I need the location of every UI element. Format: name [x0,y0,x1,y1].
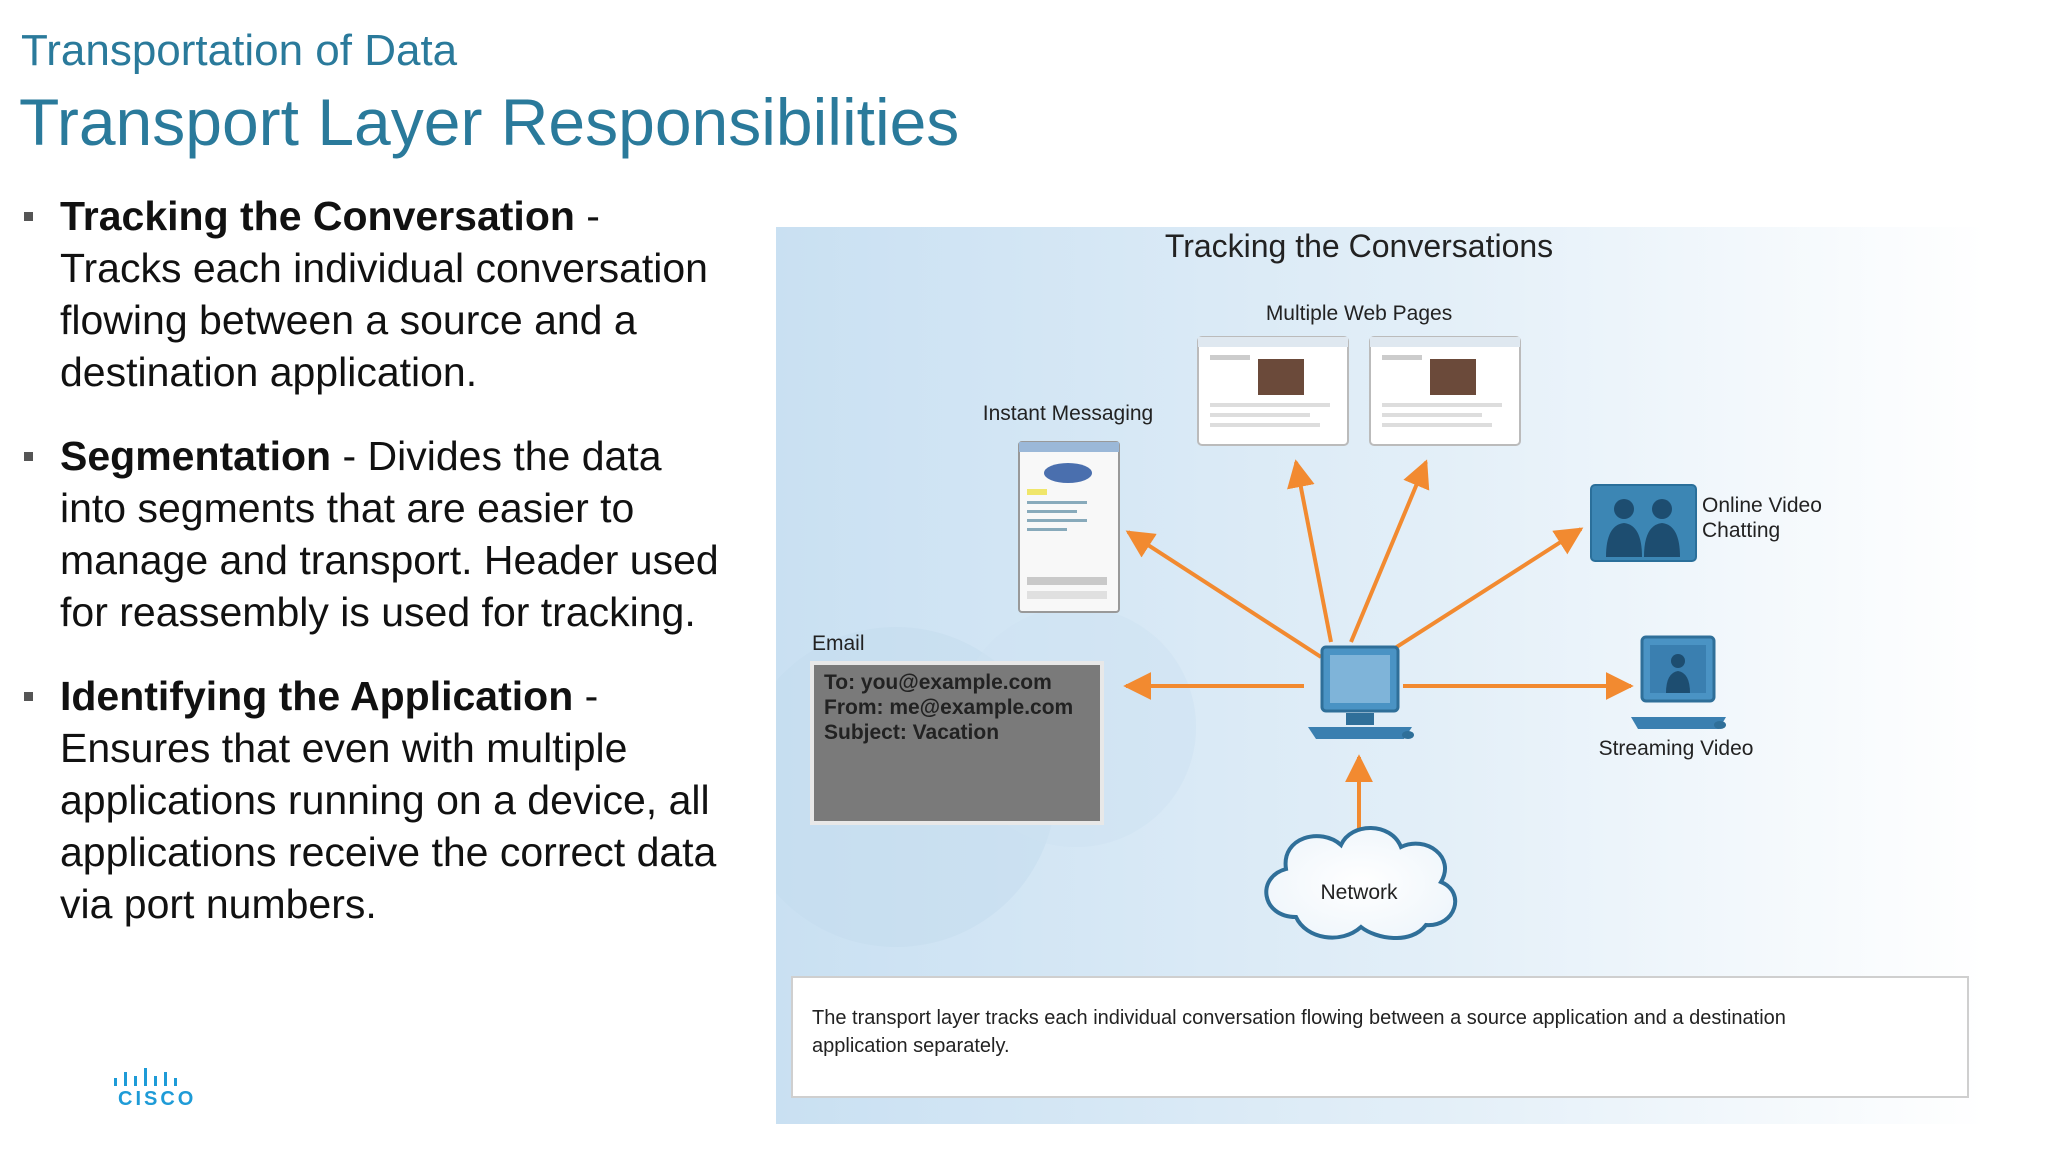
bullet-identifying: Identifying the Application - Ensures th… [22,670,722,930]
diagram-svg: Tracking the Conversations Multiple Web … [736,227,1986,1124]
online-video-label: Online Video [1702,494,1822,517]
instant-messaging-window-icon [1018,441,1120,613]
computer-icon [1308,645,1414,739]
slide-subtitle: Transportation of Data [21,26,458,75]
caption-line-2: application separately. [812,1035,1010,1057]
cisco-bars-icon [114,1068,177,1086]
cisco-logo-text: CISCO [118,1088,197,1110]
arrow-to-web-page-2 [1349,459,1430,643]
email-label: Email [812,632,865,655]
bullet-separator: - [574,193,600,239]
bullet-square-icon [24,452,33,461]
arrow-to-online-video [1379,527,1584,659]
arrow-to-instant-messaging [1125,530,1323,659]
bullet-separator: - [331,433,368,479]
bullet-term: Segmentation [60,433,332,479]
bullet-segmentation: Segmentation - Divides the data into seg… [22,430,722,638]
bullet-text: Tracks each individual conversation flow… [60,245,708,395]
web-page-2-icon [1369,336,1521,446]
bullet-text: Divides the data into segments that are … [60,433,719,635]
streaming-video-icon [1631,635,1726,729]
diagram-panel: Tracking the Conversations Multiple Web … [736,227,1986,1124]
instant-messaging-label: Instant Messaging [983,402,1153,425]
email-subject: Subject: Vacation [824,721,999,744]
slide-title: Transport Layer Responsibilities [19,85,960,159]
email-to: To: you@example.com [824,671,1052,694]
caption-line-1: The transport layer tracks each individu… [812,1007,1786,1029]
chatting-label: Chatting [1702,519,1780,542]
bullet-square-icon [24,692,33,701]
bullet-list: Tracking the Conversation - Tracks each … [22,190,722,962]
email-from: From: me@example.com [824,696,1073,719]
bullet-tracking: Tracking the Conversation - Tracks each … [22,190,722,398]
arrow-to-web-page-1 [1287,459,1333,643]
bullet-term: Identifying the Application [60,673,574,719]
bullet-term: Tracking the Conversation [60,193,575,239]
cisco-logo: CISCO [108,1066,198,1110]
online-video-icon [1590,484,1697,562]
network-cloud-icon [1264,826,1458,941]
bullet-square-icon [24,212,33,221]
web-pages-label: Multiple Web Pages [1266,302,1452,325]
caption-box [791,976,1969,1098]
network-label: Network [1320,881,1398,904]
email-panel [810,661,1104,825]
bullet-text: Ensures that even with multiple applicat… [60,725,717,927]
web-page-1-icon [1197,336,1349,446]
streaming-video-label: Streaming Video [1599,737,1754,760]
bullet-separator: - [573,673,599,719]
diagram-title: Tracking the Conversations [1165,228,1553,264]
